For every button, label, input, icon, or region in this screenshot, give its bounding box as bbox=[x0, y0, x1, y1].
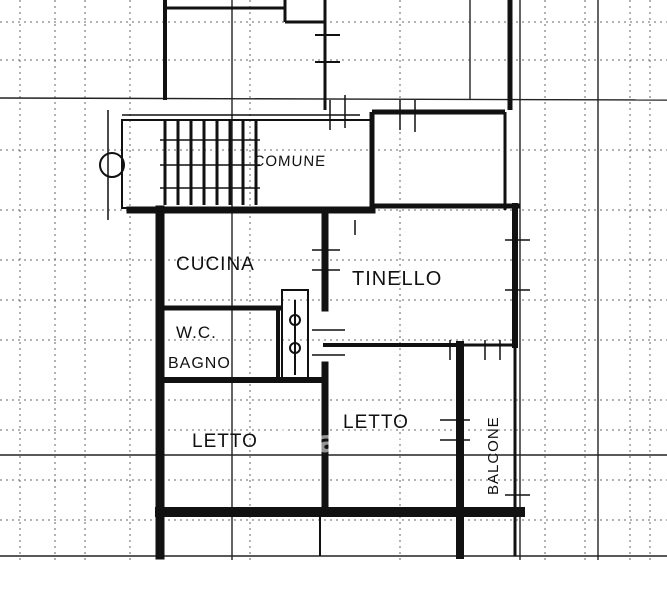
upper-unit-walls bbox=[163, 0, 513, 110]
dimension-ticks bbox=[312, 95, 530, 496]
bottom-margin bbox=[0, 560, 667, 600]
room-label-comune: COMUNE bbox=[253, 153, 327, 170]
stair-treads bbox=[160, 120, 260, 205]
room-label-balcone: BALCONE bbox=[485, 416, 502, 495]
room-label-bagno: BAGNO bbox=[168, 355, 231, 372]
apartment-walls bbox=[126, 203, 525, 560]
room-label-wc: W.C. bbox=[176, 323, 217, 342]
reference-lines bbox=[0, 0, 667, 560]
room-label-letto-left: LETTO bbox=[192, 431, 258, 452]
watermark-logo-icon bbox=[271, 429, 295, 453]
storage-room-walls bbox=[369, 109, 520, 210]
room-label-letto-right: LETTO bbox=[343, 412, 409, 433]
shaft-detail bbox=[281, 289, 309, 381]
room-label-tinello: TINELLO bbox=[352, 268, 442, 290]
room-label-cucina: CUCINA bbox=[176, 254, 255, 275]
casa-watermark: casa.it bbox=[271, 425, 412, 460]
watermark-text: casa.it bbox=[300, 425, 412, 460]
